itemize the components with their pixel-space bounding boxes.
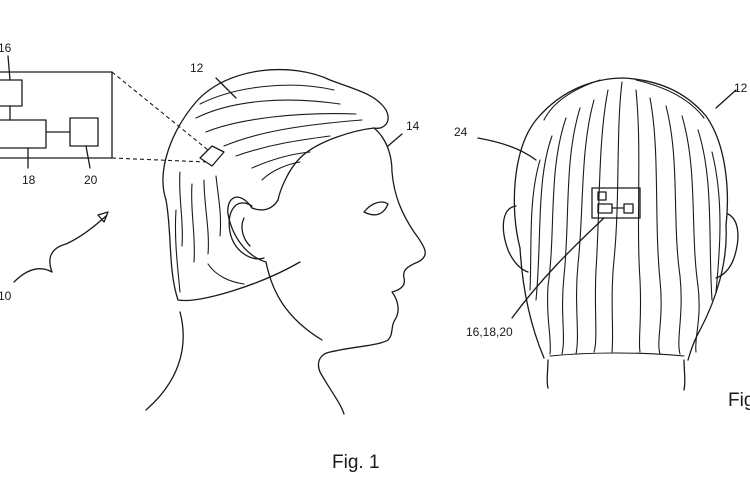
label-18: 18 xyxy=(22,173,36,187)
head-back-outline xyxy=(513,77,728,361)
label-24: 24 xyxy=(454,125,468,139)
leader-20 xyxy=(85,145,91,169)
label-16-18-20: 16,18,20 xyxy=(466,325,513,339)
hair-outline xyxy=(162,68,389,302)
projection-line-top xyxy=(111,71,209,151)
block-16 xyxy=(0,79,23,107)
left-ear xyxy=(502,205,529,273)
label-12-fig1: 12 xyxy=(190,61,204,75)
figure-1: 16 18 20 10 12 14 Fig. 1 xyxy=(0,41,426,473)
leader-12-fig2 xyxy=(715,89,737,109)
label-14: 14 xyxy=(406,119,420,133)
leader-24 xyxy=(477,137,537,161)
label-16: 16 xyxy=(0,41,12,55)
ear-inner xyxy=(241,217,251,247)
jaw-line xyxy=(265,261,323,341)
caption-fig1: Fig. 1 xyxy=(332,452,380,473)
label-12-fig2: 12 xyxy=(734,81,748,95)
ear xyxy=(228,202,265,260)
leader-16-18-20 xyxy=(511,217,605,319)
implant-frame xyxy=(591,187,641,219)
figure-2: 24 12 16,18,20 Fig xyxy=(454,77,750,411)
implant-box-fig2 xyxy=(591,187,641,219)
label-10: 10 xyxy=(0,289,12,303)
neck-left xyxy=(546,359,549,389)
right-ear xyxy=(715,213,739,279)
inset-frame xyxy=(0,71,113,159)
block-diagram-inset xyxy=(0,55,113,169)
projection-line-bottom xyxy=(111,157,207,163)
leader-16 xyxy=(7,55,11,81)
reference-arrow-10 xyxy=(13,211,109,283)
hair-strands-fig2 xyxy=(529,79,721,355)
neck-right xyxy=(683,359,686,391)
eye xyxy=(363,201,389,216)
face-profile xyxy=(317,127,426,415)
block-20 xyxy=(69,117,99,147)
leader-12-fig1 xyxy=(215,77,237,99)
hairline xyxy=(549,352,685,357)
leader-14-fig1 xyxy=(387,133,403,147)
label-20: 20 xyxy=(84,173,98,187)
neck-back xyxy=(145,311,184,411)
caption-fig2: Fig xyxy=(728,390,750,411)
hair-strands-fig1 xyxy=(174,84,363,293)
implant-device xyxy=(199,145,225,167)
block-18 xyxy=(0,119,47,149)
